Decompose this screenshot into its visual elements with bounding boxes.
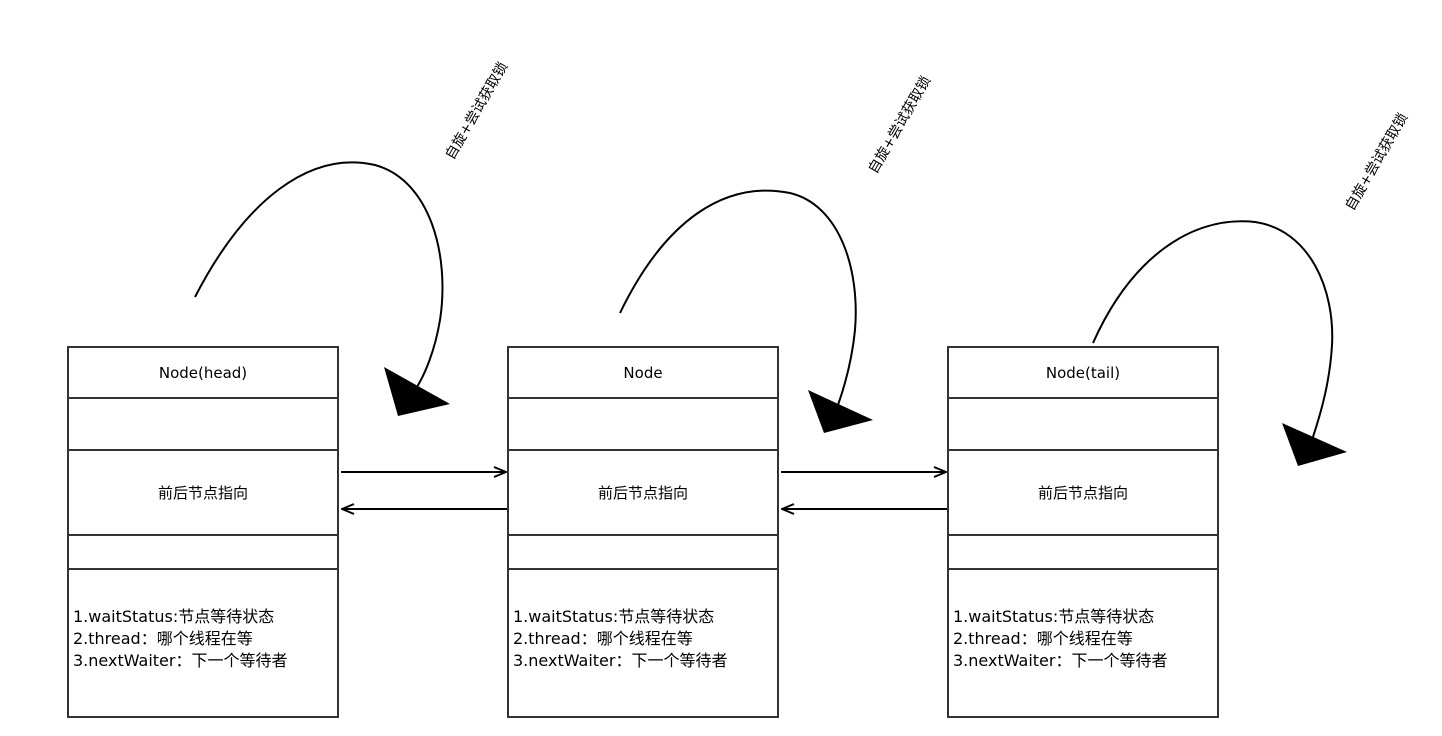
- node-title: Node(tail): [949, 348, 1217, 399]
- spin-loop-curve-head: [194, 161, 444, 391]
- spin-loop-curve-tail: [1092, 220, 1334, 441]
- node-empty-row: [69, 536, 337, 570]
- field-thread: 2.thread：哪个线程在等: [513, 629, 693, 648]
- field-next-waiter: 3.nextWaiter：下一个等待者: [513, 651, 728, 670]
- node-fields: 1.waitStatus:节点等待状态 2.thread：哪个线程在等 3.ne…: [69, 570, 337, 716]
- spin-loop-curve-middle: [619, 189, 857, 406]
- node-empty-row: [509, 536, 777, 570]
- node-empty-row: [509, 399, 777, 451]
- node-pointer-label: 前后节点指向: [949, 451, 1217, 536]
- node-empty-row: [69, 399, 337, 451]
- field-next-waiter: 3.nextWaiter：下一个等待者: [73, 651, 288, 670]
- field-wait-status: 1.waitStatus:节点等待状态: [953, 607, 1155, 626]
- node-head: Node(head) 前后节点指向 1.waitStatus:节点等待状态 2.…: [67, 346, 339, 718]
- node-tail: Node(tail) 前后节点指向 1.waitStatus:节点等待状态 2.…: [947, 346, 1219, 718]
- field-wait-status: 1.waitStatus:节点等待状态: [513, 607, 715, 626]
- spin-loop-arrowhead-middle: [808, 390, 873, 433]
- node-pointer-label: 前后节点指向: [69, 451, 337, 536]
- spin-loop-arrowhead-head: [384, 367, 450, 416]
- field-wait-status: 1.waitStatus:节点等待状态: [73, 607, 275, 626]
- spin-loop-arrowhead-tail: [1282, 423, 1347, 466]
- node-fields: 1.waitStatus:节点等待状态 2.thread：哪个线程在等 3.ne…: [509, 570, 777, 716]
- field-thread: 2.thread：哪个线程在等: [953, 629, 1133, 648]
- node-middle: Node 前后节点指向 1.waitStatus:节点等待状态 2.thread…: [507, 346, 779, 718]
- node-fields: 1.waitStatus:节点等待状态 2.thread：哪个线程在等 3.ne…: [949, 570, 1217, 716]
- node-title: Node(head): [69, 348, 337, 399]
- node-title: Node: [509, 348, 777, 399]
- field-thread: 2.thread：哪个线程在等: [73, 629, 253, 648]
- node-pointer-label: 前后节点指向: [509, 451, 777, 536]
- node-empty-row: [949, 536, 1217, 570]
- node-empty-row: [949, 399, 1217, 451]
- field-next-waiter: 3.nextWaiter：下一个等待者: [953, 651, 1168, 670]
